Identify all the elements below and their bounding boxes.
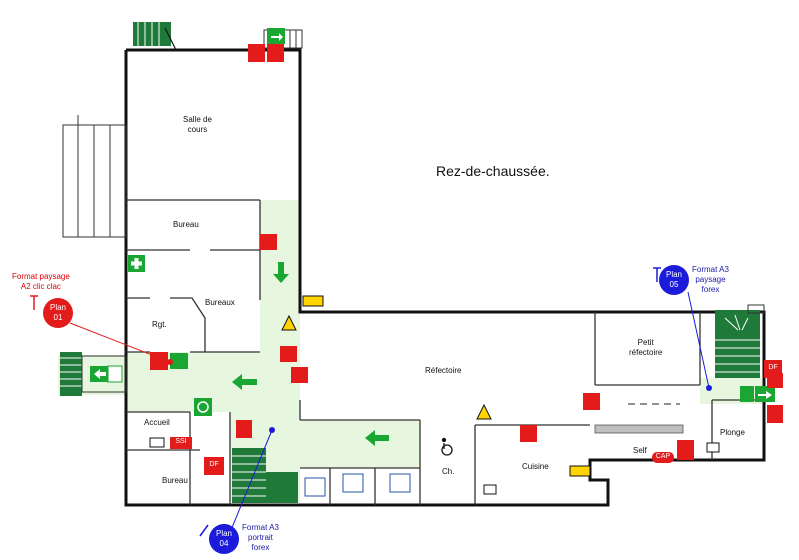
wheelchair-icon (441, 437, 453, 456)
room-label-plonge: Plonge (720, 428, 745, 437)
stairs-icon (133, 22, 177, 51)
room-label-cuisine: Cuisine (522, 462, 549, 471)
first-aid-icon (128, 255, 145, 272)
room-label-bureau-bottom: Bureau (162, 476, 188, 485)
external-stairs-left (62, 115, 127, 238)
df-label: DF (768, 364, 778, 371)
plan-callout-lines (69, 291, 710, 536)
cap-panel (652, 452, 674, 463)
interior-walls (126, 199, 764, 505)
room-label-bureau-top: Bureau (173, 220, 199, 229)
fire-door-icon (204, 360, 782, 475)
walls (124, 48, 766, 507)
exit-arrow-icon (232, 262, 389, 446)
room-label-refectoire: Réfectoire (425, 366, 462, 375)
stairs-icon (715, 310, 760, 378)
room-label-rgt: Rgt. (152, 320, 167, 329)
cap-label: CAP (655, 453, 671, 460)
electrical-hazard-icon (281, 314, 492, 420)
room-label-bureaux: Bureaux (205, 298, 235, 307)
ssi-label: SSI (175, 438, 187, 445)
defibrillator-icon (194, 398, 212, 416)
df-label: DF (209, 461, 219, 468)
ssi-panel (170, 437, 192, 449)
room-label-accueil: Accueil (144, 418, 170, 427)
emergency-exit-icon (90, 28, 775, 402)
you-are-here-icon (167, 359, 712, 433)
gas-valve-icon (302, 295, 591, 477)
self-counter (594, 424, 684, 434)
fire-extinguisher-icon (150, 44, 783, 460)
room-label-self: Self (633, 446, 647, 455)
stairs-icon (232, 448, 298, 503)
north-arrow-icon (30, 267, 661, 537)
restroom-icons (304, 473, 411, 497)
room-label-ch: Ch. (442, 467, 455, 476)
floor-title: Rez-de-chaussée. (436, 163, 550, 179)
stairs-icon (60, 352, 82, 396)
fire-alarm-icon (149, 437, 720, 495)
